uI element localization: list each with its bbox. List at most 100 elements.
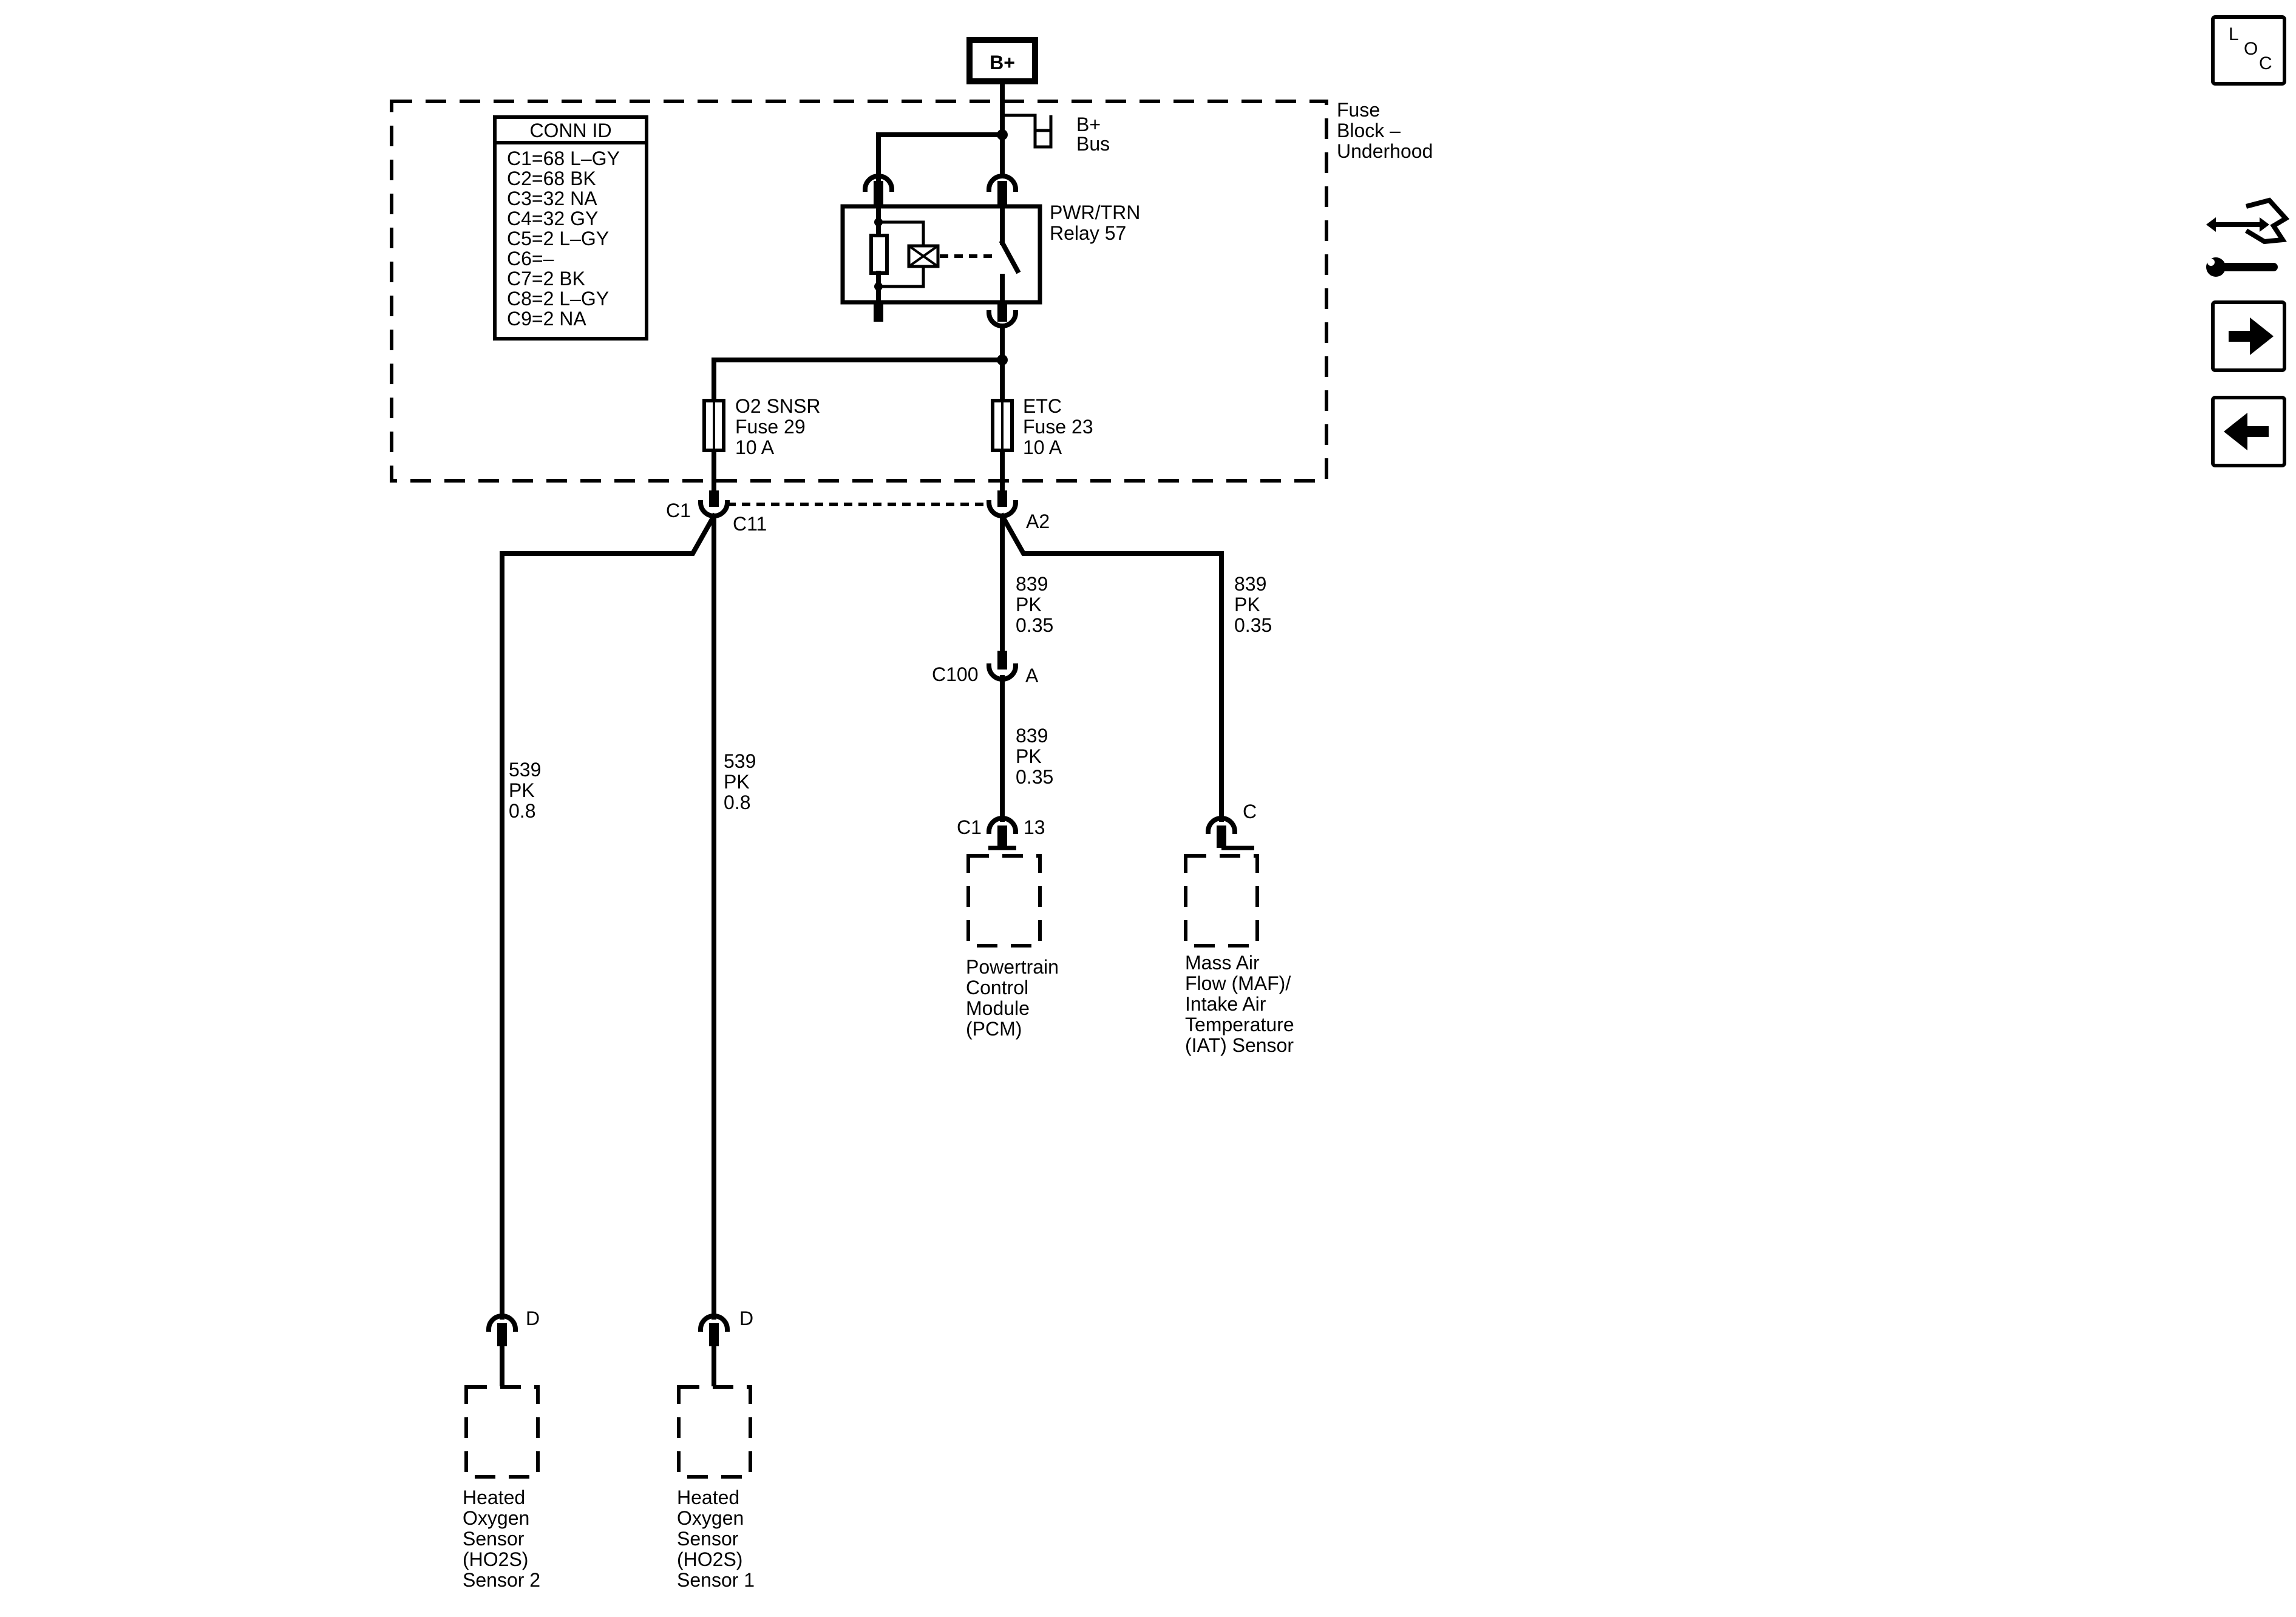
wire-839-to-maf [999, 512, 1224, 822]
maf-name-1: Mass Air [1185, 952, 1260, 974]
svg-text:L: L [2229, 24, 2239, 44]
maf-name-2: Flow (MAF)/ [1185, 972, 1291, 994]
next-button[interactable] [2211, 300, 2286, 372]
loc-button[interactable]: L O C [2211, 15, 2286, 86]
svg-text:Underhood: Underhood [1337, 140, 1433, 162]
conn-id-row: C6=– [507, 248, 554, 270]
ho2s2-name-3: Sensor [463, 1528, 525, 1550]
pcm-component: C1 13 Powertrain Control Module (PCM) [957, 816, 1059, 1040]
battery-source-label: B+ [990, 52, 1015, 73]
wire-label-839-a: 839 PK 0.35 [1016, 573, 1053, 636]
conn-a2-label: A2 [1026, 510, 1050, 532]
svg-text:839: 839 [1016, 725, 1048, 747]
svg-text:539: 539 [724, 750, 756, 772]
wire-label-839-c: 839 PK 0.35 [1234, 573, 1272, 636]
svg-text:0.8: 0.8 [509, 800, 535, 822]
c100-label: C100 [932, 663, 979, 685]
svg-text:839: 839 [1234, 573, 1266, 595]
previous-button[interactable] [2211, 396, 2286, 467]
svg-text:0.8: 0.8 [724, 792, 750, 813]
svg-text:Fuse: Fuse [1337, 99, 1380, 121]
pcm-pin-label: 13 [1024, 816, 1045, 838]
diagnostic-tool-icon [2206, 197, 2290, 277]
bus-label-1: B+ [1076, 114, 1101, 135]
conn-id-row: C4=32 GY [507, 208, 598, 229]
pwr-trn-relay: PWR/TRN Relay 57 [840, 129, 1140, 328]
svg-text:C: C [2259, 53, 2272, 73]
pcm-name-2: Control [966, 977, 1028, 998]
pcm-name-4: (PCM) [966, 1018, 1022, 1040]
conn-c1-label: C1 [666, 500, 691, 521]
relay-label-1: PWR/TRN [1050, 202, 1140, 223]
ho2s2-pin-label: D [526, 1307, 540, 1329]
fuse-block-label: Fuse Block – Underhood [1337, 99, 1433, 162]
svg-text:839: 839 [1016, 573, 1048, 595]
svg-text:0.35: 0.35 [1016, 766, 1053, 788]
ho2s2-name-4: (HO2S) [463, 1548, 528, 1570]
arrow-right-icon [2229, 317, 2274, 355]
bplus-bus: B+ Bus [1002, 114, 1110, 155]
svg-text:Block –: Block – [1337, 120, 1401, 141]
maf-name-5: (IAT) Sensor [1185, 1034, 1294, 1056]
conn-id-row: C5=2 L–GY [507, 228, 609, 249]
fuse-o2-snsr: O2 SNSR Fuse 29 10 A [702, 395, 820, 458]
ho2s1-pin-label: D [739, 1307, 753, 1329]
svg-text:O: O [2244, 39, 2258, 59]
ho2s2-name-5: Sensor 2 [463, 1569, 540, 1591]
conn-id-row: C7=2 BK [507, 268, 585, 290]
svg-text:PK: PK [509, 779, 535, 801]
arrow-left-icon [2224, 413, 2269, 450]
fuse-o2-label-2: Fuse 29 [735, 416, 806, 438]
svg-text:PK: PK [1234, 594, 1260, 615]
ho2s1-name-3: Sensor [677, 1528, 739, 1550]
loc-icon: L O C [2229, 24, 2272, 73]
ho2s1-name-4: (HO2S) [677, 1548, 742, 1570]
fuse-etc: ETC Fuse 23 10 A [991, 395, 1093, 458]
wire-539-to-sensor2 [500, 512, 718, 1320]
fuse-o2-label-3: 10 A [735, 436, 775, 458]
diagnostic-tool-button[interactable] [2206, 197, 2290, 277]
conn-id-row: C9=2 NA [507, 308, 586, 330]
conn-id-row: C1=68 L–GY [507, 147, 620, 169]
conn-id-table: CONN ID C1=68 L–GY C2=68 BK C3=32 NA C4=… [493, 115, 648, 341]
wire-label-539-b: 539 PK 0.8 [724, 750, 756, 813]
ho2s1-name-2: Oxygen [677, 1507, 744, 1529]
ho2s2-name-1: Heated [463, 1486, 525, 1508]
wire-label-539-a: 539 PK 0.8 [509, 759, 541, 822]
svg-text:0.35: 0.35 [1016, 614, 1053, 636]
relay-label-2: Relay 57 [1050, 222, 1126, 244]
wire-label-839-b: 839 PK 0.35 [1016, 725, 1053, 788]
svg-text:0.35: 0.35 [1234, 614, 1272, 636]
fuse-block-outline [390, 100, 1328, 483]
fuse-etc-label-1: ETC [1023, 395, 1062, 417]
maf-name-4: Temperature [1185, 1014, 1294, 1036]
fuse-etc-label-2: Fuse 23 [1023, 416, 1093, 438]
bus-label-2: Bus [1076, 133, 1110, 155]
pcm-conn-label: C1 [957, 816, 982, 838]
pcm-name-1: Powertrain [966, 956, 1059, 978]
maf-pin-label: C [1243, 801, 1257, 822]
maf-name-3: Intake Air [1185, 993, 1266, 1015]
conn-c11-label: C11 [733, 513, 767, 535]
svg-text:PK: PK [1016, 594, 1042, 615]
conn-id-title: CONN ID [529, 120, 611, 141]
conn-id-row: C8=2 L–GY [507, 288, 609, 310]
svg-text:PK: PK [724, 771, 750, 793]
ho2s1-name-5: Sensor 1 [677, 1569, 755, 1591]
ho2s-sensor2-component: D Heated Oxygen Sensor (HO2S) Sensor 2 [463, 1307, 540, 1591]
svg-text:539: 539 [509, 759, 541, 781]
battery-source: B+ [966, 37, 1038, 84]
fuse-etc-label-3: 10 A [1023, 436, 1062, 458]
ho2s-sensor1-component: D Heated Oxygen Sensor (HO2S) Sensor 1 [677, 1307, 755, 1591]
ho2s1-name-1: Heated [677, 1486, 739, 1508]
maf-iat-component: C Mass Air Flow (MAF)/ Intake Air Temper… [1184, 801, 1294, 1056]
conn-id-row: C3=32 NA [507, 188, 597, 209]
svg-text:PK: PK [1016, 745, 1042, 767]
conn-id-row: C2=68 BK [507, 168, 596, 189]
c100-pin: A [1025, 665, 1039, 686]
ho2s2-name-2: Oxygen [463, 1507, 529, 1529]
fuse-o2-label-1: O2 SNSR [735, 395, 820, 417]
fuse-block-connectors: C1 C11 A2 [666, 490, 1050, 535]
pcm-name-3: Module [966, 997, 1030, 1019]
